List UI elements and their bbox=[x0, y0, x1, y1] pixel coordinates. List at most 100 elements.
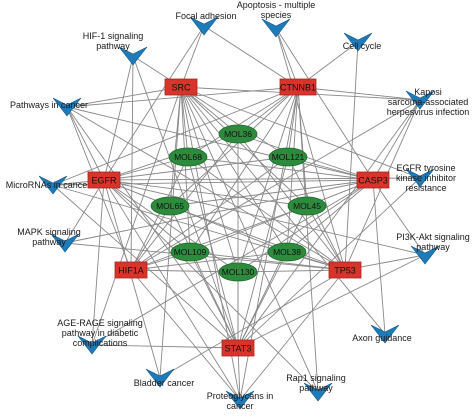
compound-node-mol109[interactable]: MOL109 bbox=[170, 242, 210, 262]
target-node-hif1a[interactable]: HIF1A bbox=[114, 261, 148, 279]
pathway-node-mirna[interactable]: MicroRNAs in cancer bbox=[6, 175, 91, 195]
pathway-chevron-icon bbox=[52, 97, 82, 117]
target-node-ctnnb1[interactable]: CTNNB1 bbox=[279, 78, 317, 96]
pathway-node-cellcycle[interactable]: Cell cycle bbox=[343, 32, 382, 52]
pathway-chevron-icon bbox=[405, 168, 435, 188]
compound-ellipse bbox=[170, 242, 210, 262]
compound-node-mol68[interactable]: MOL68 bbox=[168, 147, 208, 167]
edge-MOL109-CASP3 bbox=[189, 179, 374, 253]
pathway-chevron-icon bbox=[189, 16, 219, 36]
pathway-label: AGE-RAGE signaling bbox=[57, 318, 143, 328]
compound-label: MOL36 bbox=[224, 129, 252, 139]
target-label: SRC bbox=[171, 83, 191, 93]
compound-ellipse bbox=[168, 147, 208, 167]
compound-node-mol65[interactable]: MOL65 bbox=[150, 196, 190, 216]
edge-MOL45-HIF1A bbox=[130, 205, 308, 271]
edge-bladder-TP53 bbox=[159, 269, 346, 379]
pathway-node-axon[interactable]: Axon guidance bbox=[352, 324, 412, 344]
target-rect bbox=[356, 171, 390, 189]
compound-label: MOL65 bbox=[156, 201, 184, 211]
target-label: HIF1A bbox=[118, 266, 144, 276]
edge-MOL121-STAT3 bbox=[237, 156, 289, 349]
compound-label: MOL68 bbox=[174, 152, 202, 162]
edge-mapk-CASP3 bbox=[64, 179, 374, 244]
pathway-node-pathcancer[interactable]: Pathways in cancer bbox=[10, 97, 88, 117]
pathway-chevron-icon bbox=[303, 382, 333, 402]
pathway-label: Bladder cancer bbox=[134, 378, 195, 388]
target-node-egfr[interactable]: EGFR bbox=[87, 171, 121, 189]
pathway-chevron-icon bbox=[343, 32, 373, 52]
pathway-chevron-icon bbox=[50, 233, 80, 253]
pathway-node-focal[interactable]: Focal adhesion bbox=[175, 11, 237, 36]
edge-kaposi-STAT3 bbox=[237, 99, 421, 349]
compound-ellipse bbox=[267, 242, 307, 262]
pathway-chevron-icon bbox=[261, 18, 291, 38]
pathway-chevron-icon bbox=[225, 390, 255, 410]
pathway-chevron-icon bbox=[145, 368, 175, 388]
edge-proteo-STAT3 bbox=[237, 347, 241, 401]
compound-ellipse bbox=[218, 262, 258, 282]
edge-rap1-EGFR bbox=[103, 179, 319, 393]
edge-age-STAT3 bbox=[91, 344, 239, 349]
compound-label: MOL38 bbox=[273, 247, 301, 257]
edge-cellcycle-TP53 bbox=[344, 41, 359, 271]
edge-apoptosis-CASP3 bbox=[275, 27, 374, 181]
edge-MOL109-TP53 bbox=[189, 251, 346, 271]
edge-MOL65-CASP3 bbox=[169, 179, 374, 207]
edge-pathcancer-CASP3 bbox=[66, 106, 374, 181]
pathway-label: Focal adhesion bbox=[175, 11, 236, 21]
pathway-label: Axon guidance bbox=[352, 333, 412, 343]
pathway-label: pathway bbox=[299, 383, 333, 393]
target-node-casp3[interactable]: CASP3 bbox=[356, 171, 390, 189]
compound-label: MOL130 bbox=[222, 267, 255, 277]
pathway-label: sarcoma-associated bbox=[388, 97, 469, 107]
target-rect bbox=[114, 261, 148, 279]
edge-MOL68-STAT3 bbox=[187, 156, 239, 349]
pathway-label: EGFR tyrosine bbox=[396, 163, 455, 173]
edge-MOL65-TP53 bbox=[169, 205, 346, 271]
compound-node-mol121[interactable]: MOL121 bbox=[268, 147, 308, 167]
compound-node-mol130[interactable]: MOL130 bbox=[218, 262, 258, 282]
edge-MOL130-CTNNB1 bbox=[237, 86, 299, 273]
pathway-label: resistance bbox=[405, 183, 446, 193]
pathway-label: HIF-1 signaling bbox=[83, 31, 144, 41]
pathway-node-bladder[interactable]: Bladder cancer bbox=[134, 368, 195, 388]
edge-mapk-EGFR bbox=[64, 179, 105, 244]
edge-apoptosis-TP53 bbox=[275, 27, 346, 271]
pathway-label: MicroRNAs in cancer bbox=[6, 180, 91, 190]
compound-label: MOL109 bbox=[174, 247, 207, 257]
edge-MOL109-STAT3 bbox=[189, 251, 239, 349]
target-node-stat3[interactable]: STAT3 bbox=[221, 339, 255, 357]
edge-age-EGFR bbox=[91, 179, 105, 346]
target-node-src[interactable]: SRC bbox=[164, 78, 198, 96]
edge-MOL109-EGFR bbox=[103, 179, 191, 253]
compound-ellipse bbox=[268, 147, 308, 167]
edge-pi3k-EGFR bbox=[103, 179, 426, 256]
compound-node-mol36[interactable]: MOL36 bbox=[218, 124, 258, 144]
edge-proteo-EGFR bbox=[103, 179, 241, 401]
compound-node-mol38[interactable]: MOL38 bbox=[267, 242, 307, 262]
target-node-tp53[interactable]: TP53 bbox=[328, 261, 362, 279]
edge-MOL45-EGFR bbox=[103, 179, 308, 207]
compound-label: MOL121 bbox=[272, 152, 305, 162]
pathway-label: Pathways in cancer bbox=[10, 100, 88, 110]
edge-pi3k-STAT3 bbox=[237, 254, 426, 349]
edge-axon-SRC bbox=[180, 86, 386, 335]
edge-apoptosis-CTNNB1 bbox=[275, 27, 299, 88]
edge-pathcancer-TP53 bbox=[66, 106, 346, 271]
edge-MOL38-SRC bbox=[180, 86, 288, 253]
edge-MOL38-HIF1A bbox=[130, 251, 288, 271]
compound-ellipse bbox=[218, 124, 258, 144]
compound-node-mol45[interactable]: MOL45 bbox=[287, 196, 327, 216]
